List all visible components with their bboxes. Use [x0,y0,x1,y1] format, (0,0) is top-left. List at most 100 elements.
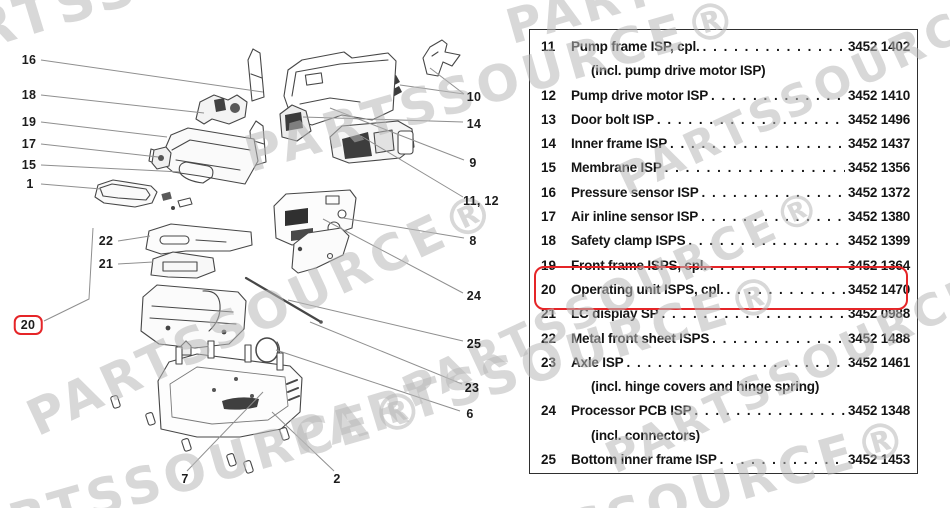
part-description: Air inline sensor ISP [571,209,699,225]
parts-table-row: 12 Pump drive motor ISP 3452 1410 [541,84,910,108]
leader-line-25 [287,299,464,342]
parts-table-row: 13 Door bolt ISP 3452 1496 [541,108,910,132]
part-description: Inner frame ISP [571,136,668,152]
leader-line-17 [40,143,159,158]
part-index: 15 [541,160,557,176]
part-description: Safety clamp ISPS [571,233,686,249]
parts-table-row: 25 Bottom inner frame ISP 3452 1453 [541,448,910,472]
callout-10: 10 [466,90,482,104]
leader-line-16 [40,59,264,93]
parts-table-note-row: (incl. hinge covers and hinge spring) [541,375,910,399]
leader-line-9 [329,107,465,161]
leader-line-15 [40,164,182,173]
leader-dots [727,278,845,302]
parts-table-row: 18 Safety clamp ISPS 3452 1399 [541,229,910,253]
part-index: 20 [541,281,557,297]
part-number: 3452 1453 [847,452,910,468]
callout-11-12: 11, 12 [463,194,499,208]
leader-dots [661,302,845,326]
callout-17: 17 [21,137,37,151]
part-description: Metal front sheet ISPS [571,330,710,346]
leader-dots [626,351,845,375]
part-description: LC display SP [571,306,659,322]
parts-table-note-row: (incl. pump drive motor ISP) [541,59,910,83]
part-number: 3452 1399 [847,233,910,249]
leader-line-2 [271,411,335,472]
parts-table-note-row: (incl. connectors) [541,424,910,448]
part-index: 18 [541,233,557,249]
leader-dots [665,156,845,180]
leader-dots [670,132,845,156]
part-description: Pressure sensor ISP [571,184,699,200]
part-number: 3452 1410 [847,87,910,103]
part-description: Front frame ISPS, cpl. [571,257,707,273]
leader-dots [701,205,845,229]
leader-dots [703,35,845,59]
callout-8: 8 [469,234,477,248]
leader-line-21 [117,261,154,265]
leader-line-14 [302,116,464,123]
exploded-view-diagram [40,39,465,474]
part-index: 22 [541,330,557,346]
part-number: 3452 1356 [847,160,910,176]
leader-line-6 [275,349,461,412]
leader-dots [711,84,845,108]
leader-dots [710,254,845,278]
callout-25: 25 [466,337,482,351]
part-index: 25 [541,452,557,468]
part-index: 14 [541,136,557,152]
part-index: 12 [541,87,557,103]
callout-20-highlighted: 20 [13,315,43,335]
leader-line-24 [322,218,464,294]
leader-dots [694,399,845,423]
part-description: Axle ISP [571,354,624,370]
part-note: (incl. hinge covers and hinge spring) [591,379,820,395]
leader-line-10 [399,84,465,95]
parts-table-row: 14 Inner frame ISP 3452 1437 [541,132,910,156]
callout-24: 24 [466,289,482,303]
part-index: 21 [541,306,557,322]
leader-dots [712,327,845,351]
part-note: (incl. pump drive motor ISP) [591,63,766,79]
part-description: Door bolt ISP [571,111,654,127]
part-number: 3452 0988 [847,306,910,322]
leader-dots [688,229,845,253]
part-description: Bottom inner frame ISP [571,452,717,468]
part-description: Pump frame ISP, cpl. [571,39,700,54]
callout-21: 21 [98,257,114,271]
leader-line-19 [40,121,168,138]
part-description: Processor PCB ISP [571,403,692,419]
callout-18: 18 [21,88,37,102]
part-index: 11 [541,39,556,54]
part-number: 3452 1364 [847,257,910,273]
callout-23: 23 [464,381,480,395]
part-index: 13 [541,111,557,127]
leader-line-23 [309,321,463,385]
callout-19: 19 [21,115,37,129]
parts-table-row: 15 Membrane ISP 3452 1356 [541,156,910,180]
part-index: 17 [541,209,557,225]
callout-16: 16 [21,53,37,67]
leader-line-18 [40,94,205,114]
callout-15: 15 [21,158,37,172]
part-number: 3452 1437 [847,136,910,152]
leader-line-20 [43,227,94,322]
leader-dots [702,181,845,205]
part-index: 23 [541,354,557,370]
part-description: Membrane ISP [571,160,662,176]
part-number: 3452 1461 [847,354,910,370]
parts-table-row: 23 Axle ISP 3452 1461 [541,351,910,375]
callout-22: 22 [98,234,114,248]
part-number: 3452 1496 [847,111,910,127]
part-number: 3452 1348 [847,403,910,419]
part-description: Pump drive motor ISP [571,87,709,103]
leader-line-10 [429,67,465,95]
leader-line-8 [342,217,465,239]
